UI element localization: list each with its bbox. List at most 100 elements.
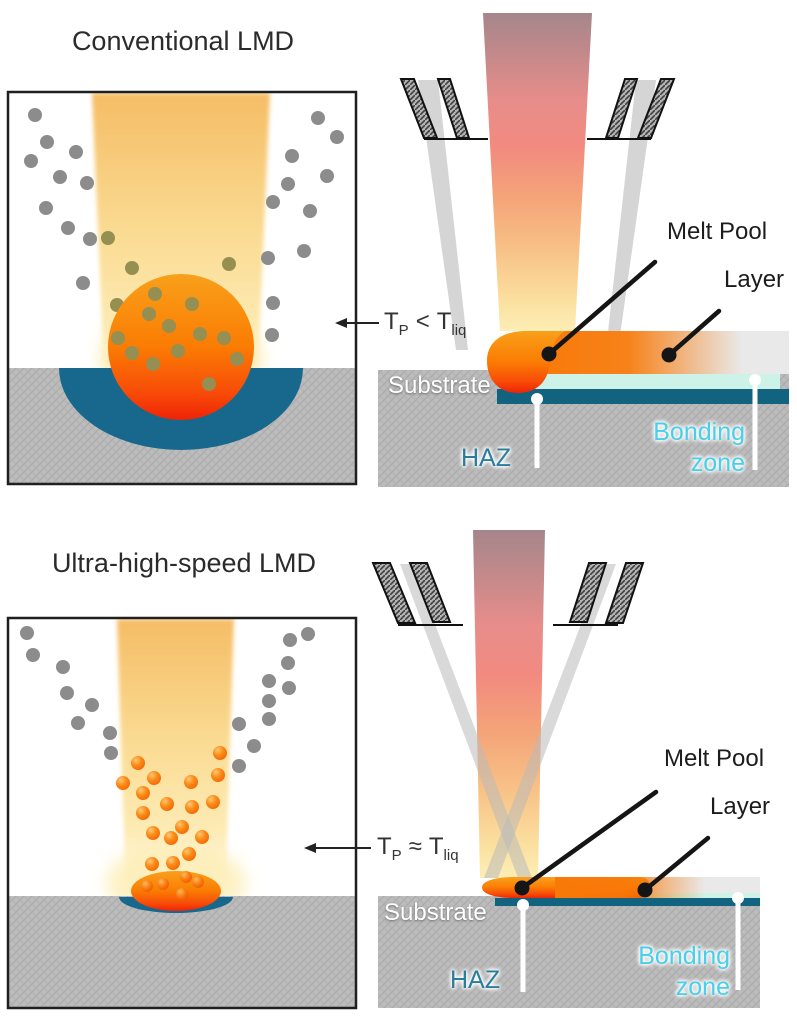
melt-pool-label: Melt Pool xyxy=(664,745,765,772)
powder-particle xyxy=(56,660,70,674)
powder-particle xyxy=(142,307,156,321)
layer-label: Layer xyxy=(710,793,771,820)
substrate xyxy=(378,896,760,1008)
layer-hot-gradient xyxy=(555,877,720,898)
powder-particle xyxy=(166,856,180,870)
powder-particle xyxy=(147,771,161,785)
powder-particle xyxy=(76,276,90,290)
powder-particle xyxy=(145,857,159,871)
panel-title-conventional: Conventional LMD xyxy=(71,26,295,56)
callout-lines xyxy=(546,259,722,358)
powder-particle xyxy=(202,377,216,391)
powder-particle xyxy=(230,352,244,366)
powder-particle xyxy=(24,154,38,168)
powder-particle xyxy=(262,712,276,726)
temp-condition-uhs: TP≈Tliq xyxy=(377,833,459,864)
substrate-label: Substrate xyxy=(384,899,487,926)
powder-particle xyxy=(146,826,160,840)
powder-particle xyxy=(101,231,115,245)
schematic-bottom-art xyxy=(371,530,760,1008)
uhs-box-art xyxy=(6,616,371,1010)
powder-particle xyxy=(180,871,192,883)
haz-pointer-dot xyxy=(531,393,543,405)
powder-particles-molten xyxy=(116,746,227,871)
powder-particle xyxy=(195,830,209,844)
box-border xyxy=(6,90,358,486)
temp-arrow xyxy=(335,318,379,328)
powder-particle xyxy=(83,232,97,246)
powder-particle xyxy=(39,201,53,215)
callout-dot-melt-pool xyxy=(514,880,530,896)
powder-particles-in-pool xyxy=(111,287,244,391)
powder-particle xyxy=(136,806,150,820)
powder-particle xyxy=(141,880,153,892)
haz-label: HAZ xyxy=(450,966,500,994)
powder-particle xyxy=(193,327,207,341)
powder-particle xyxy=(80,176,94,190)
temp-condition-conventional: TP<Tliq xyxy=(384,308,467,339)
haz-pointer-dot xyxy=(517,899,529,911)
powder-particle xyxy=(262,674,276,688)
powder-particle xyxy=(320,169,334,183)
powder-particle xyxy=(222,257,236,271)
powder-particle xyxy=(185,297,199,311)
powder-particle xyxy=(176,888,188,900)
powder-particle xyxy=(217,331,231,345)
haz-label: HAZ xyxy=(461,444,511,472)
powder-particle xyxy=(282,681,296,695)
powder-particle xyxy=(162,319,176,333)
powder-particle xyxy=(192,876,204,888)
powder-particle xyxy=(26,648,40,662)
powder-particle xyxy=(69,145,83,159)
powder-particle xyxy=(232,759,246,773)
layer-label: Layer xyxy=(724,266,785,293)
powder-particle xyxy=(266,296,280,310)
powder-particle xyxy=(160,797,174,811)
bonding-pointer-dot xyxy=(749,374,761,386)
powder-nozzle xyxy=(399,78,676,140)
powder-particle xyxy=(311,111,325,125)
powder-particle xyxy=(232,717,246,731)
laser-beam xyxy=(483,13,592,331)
bonding-zone-label: Bonding zone xyxy=(653,417,745,478)
powder-particle xyxy=(262,694,276,708)
powder-particle xyxy=(148,287,162,301)
layer-hot-gradient xyxy=(525,331,745,374)
melt-pool xyxy=(487,331,565,393)
powder-particle xyxy=(303,204,317,218)
powder-particle xyxy=(261,251,275,265)
powder-particle xyxy=(182,847,196,861)
powder-particle xyxy=(40,135,54,149)
powder-particle xyxy=(103,726,117,740)
callout-dot-layer xyxy=(661,347,677,363)
powder-particle xyxy=(164,831,178,845)
powder-particle xyxy=(184,775,198,789)
callout-dot-layer xyxy=(637,882,653,898)
powder-particles-in-beam xyxy=(101,231,236,312)
annotation-lines-white xyxy=(534,380,758,470)
powder-particle xyxy=(157,878,169,890)
powder-particle xyxy=(71,716,85,730)
powder-particle xyxy=(285,149,299,163)
bonding-line1: Bonding xyxy=(638,942,730,970)
powder-particle xyxy=(213,746,227,760)
powder-particle xyxy=(206,795,220,809)
bonding-pointer-dot xyxy=(732,892,744,904)
powder-particle xyxy=(301,627,315,641)
powder-particle xyxy=(53,170,67,184)
powder-particle xyxy=(104,746,118,760)
substrate-label: Substrate xyxy=(388,372,491,399)
powder-particles-in-pool xyxy=(141,871,204,900)
powder-particle xyxy=(330,130,344,144)
bonding-zone-strip xyxy=(505,374,780,389)
powder-particle xyxy=(265,328,279,342)
powder-particle xyxy=(175,820,189,834)
powder-particle xyxy=(211,768,225,782)
powder-particle xyxy=(28,108,42,122)
powder-particle xyxy=(136,786,150,800)
callout-lines xyxy=(519,789,711,893)
powder-particle xyxy=(283,633,297,647)
powder-particle xyxy=(281,177,295,191)
